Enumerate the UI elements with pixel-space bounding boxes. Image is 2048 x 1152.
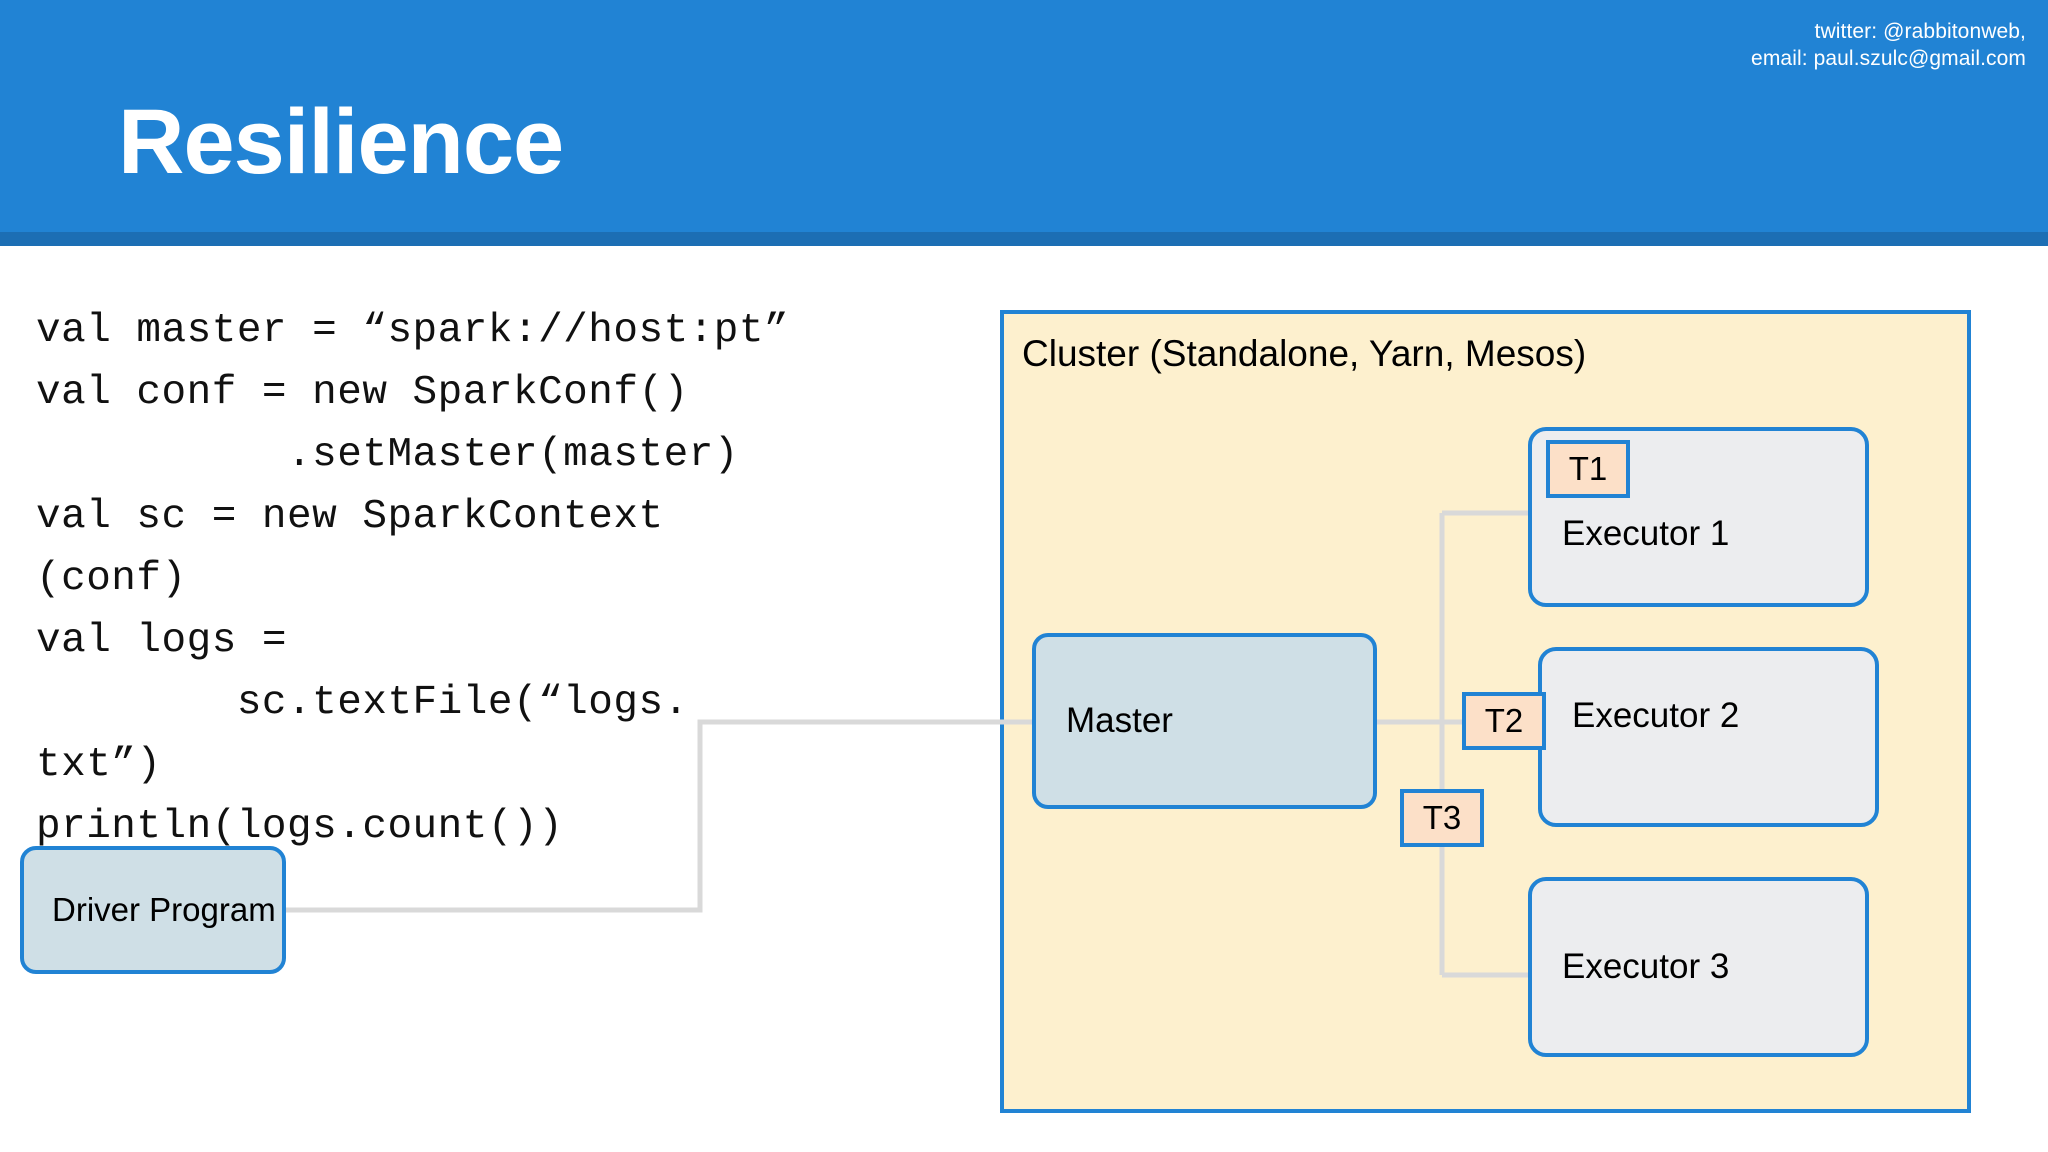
header-accent-stripe <box>0 232 2048 246</box>
email-line: email: paul.szulc@gmail.com <box>1751 47 2026 70</box>
slide-header-band <box>0 0 2048 240</box>
task-chip-t3[interactable]: T3 <box>1400 789 1484 847</box>
driver-program-label: Driver Program <box>52 891 276 928</box>
task-t3-label: T3 <box>1422 799 1462 836</box>
code-block: val master = “spark://host:pt” val conf … <box>36 308 790 850</box>
task-chip-t1[interactable]: T1 <box>1546 440 1630 498</box>
master-node[interactable]: Master <box>1032 633 1377 809</box>
twitter-handle-line: twitter: @rabbitonweb, <box>1814 20 2026 43</box>
master-label: Master <box>1066 701 1173 740</box>
executor-1-label: Executor 1 <box>1562 514 1730 554</box>
cluster-label: Cluster (Standalone, Yarn, Mesos) <box>1022 333 1587 374</box>
header-underline-gap <box>0 246 2048 254</box>
executor-node-2[interactable]: Executor 2 <box>1538 647 1879 827</box>
driver-program-node[interactable]: Driver Program <box>20 846 286 974</box>
executor-node-3[interactable]: Executor 3 <box>1528 877 1869 1057</box>
executor-2-label: Executor 2 <box>1572 696 1740 736</box>
task-t2-label: T2 <box>1484 702 1524 739</box>
executor-3-label: Executor 3 <box>1562 947 1730 986</box>
contact-info: twitter: @rabbitonweb, email: paul.szulc… <box>1751 18 2026 72</box>
page-title: Resilience <box>118 91 564 193</box>
task-t1-label: T1 <box>1568 450 1608 487</box>
task-chip-t2[interactable]: T2 <box>1462 692 1546 750</box>
